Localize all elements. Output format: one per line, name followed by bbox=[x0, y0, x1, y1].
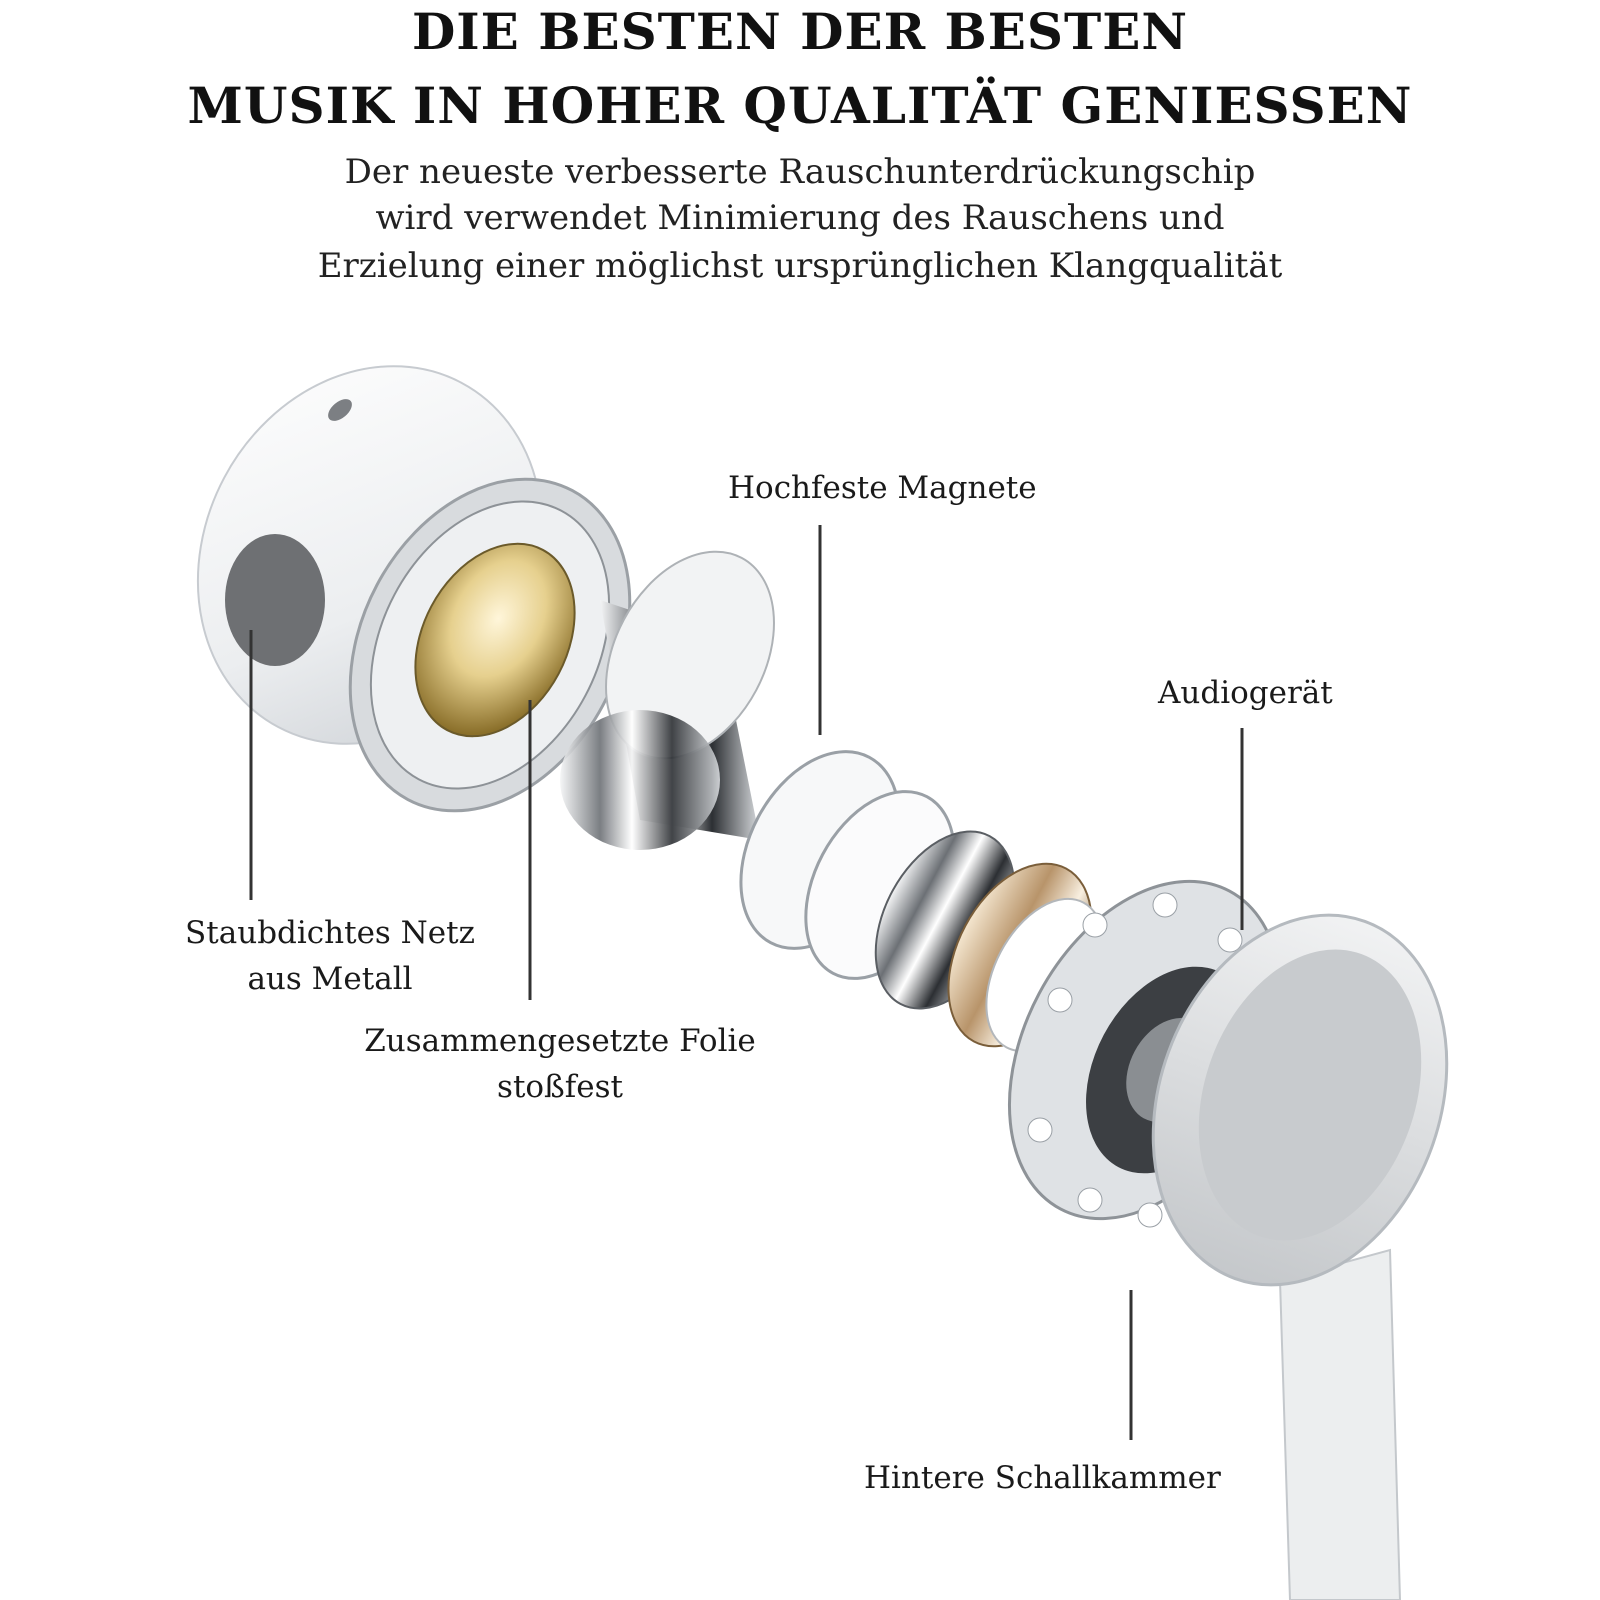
callout-rear-chamber: Hintere Schallkammer bbox=[864, 1460, 1221, 1496]
description-line-1: Der neueste verbesserte Rauschunterdrück… bbox=[344, 152, 1256, 192]
callout-foil-line2: stoßfest bbox=[497, 1069, 623, 1105]
callout-dust-mesh: Staubdichtes Netz aus Metall bbox=[170, 910, 490, 1002]
description-line-2: wird verwendet Minimierung des Rauschens… bbox=[375, 198, 1225, 238]
description-line-3: Erzielung einer möglichst ursprünglichen… bbox=[317, 246, 1283, 286]
composite-foil-diaphragm bbox=[414, 542, 576, 738]
headline-line-2: MUSIK IN HOHER QUALITÄT GENIESSEN bbox=[187, 76, 1413, 135]
membrane-discs bbox=[739, 750, 1016, 1010]
headline-line-1: DIE BESTEN DER BESTEN bbox=[411, 2, 1189, 61]
callout-audio-device: Audiogerät bbox=[1158, 675, 1333, 711]
callout-foil-line1: Zusammengesetzte Folie bbox=[364, 1023, 756, 1059]
rear-sound-chamber bbox=[1151, 913, 1449, 1600]
callout-magnets: Hochfeste Magnete bbox=[728, 470, 1037, 506]
dust-mesh-grille bbox=[225, 534, 325, 666]
driver-ring bbox=[348, 477, 632, 813]
magnet-cylinder bbox=[560, 550, 775, 850]
callout-dust-mesh-line1: Staubdichtes Netz bbox=[185, 915, 475, 951]
callout-foil: Zusammengesetzte Folie stoßfest bbox=[340, 1018, 780, 1110]
callout-dust-mesh-line2: aus Metall bbox=[247, 961, 413, 997]
callout-leader-lines bbox=[249, 525, 1244, 1440]
